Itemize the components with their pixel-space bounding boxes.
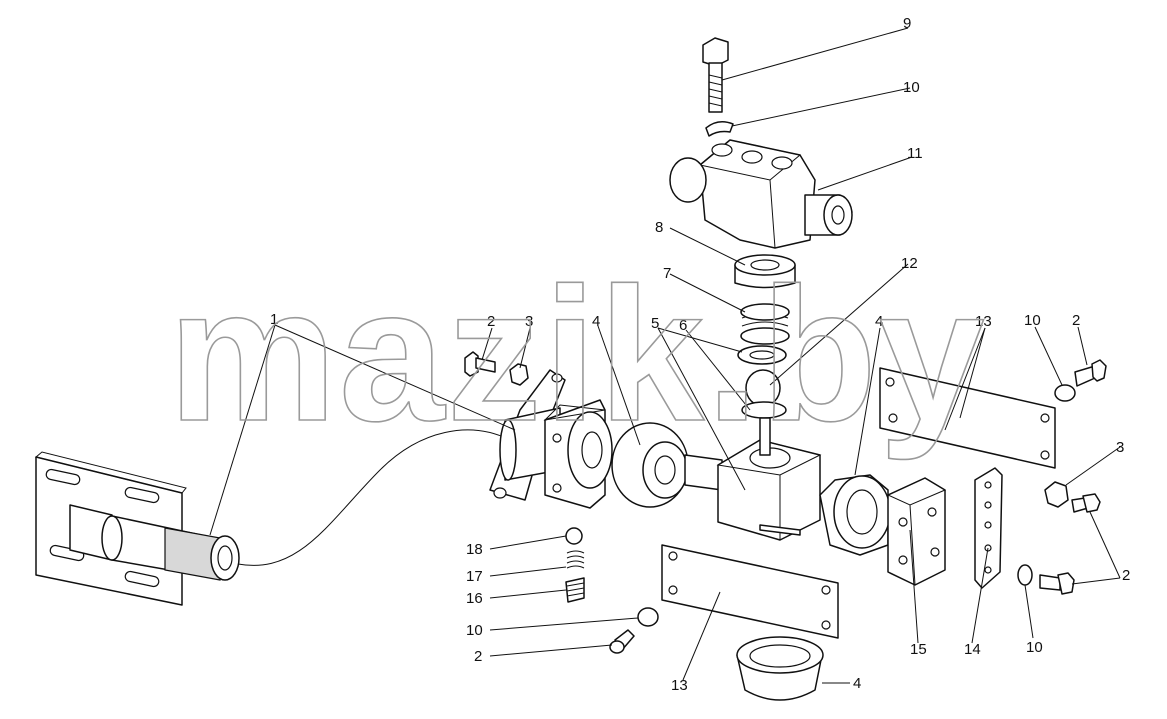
callout-10-lower: 10 — [466, 622, 483, 639]
part-12-ball-valve — [741, 369, 787, 456]
callout-10-right-lower: 10 — [1026, 639, 1043, 656]
part-11-valve-head — [669, 139, 853, 249]
part-10-washer-b — [1017, 564, 1033, 586]
part-7-spring — [740, 303, 790, 345]
part-18-ball — [565, 527, 583, 545]
callout-6: 6 — [679, 317, 687, 334]
part-3-nut-b — [1044, 481, 1069, 508]
callout-4-bottom: 4 — [853, 675, 861, 692]
left-block — [543, 399, 613, 509]
part-3-nut-a — [509, 363, 529, 386]
callout-2-lower: 2 — [474, 648, 482, 665]
part-2-bolt-c — [1071, 493, 1101, 513]
leader-lines — [209, 27, 1121, 684]
callout-2-right-lower: 2 — [1122, 567, 1130, 584]
wire-line — [237, 429, 511, 566]
callout-2: 2 — [487, 313, 495, 330]
part-17-spring — [566, 550, 585, 569]
callout-13-lower: 13 — [671, 677, 688, 694]
part-1-shaft — [101, 515, 240, 581]
part-8-nut — [734, 254, 796, 289]
part-4-seal-right — [819, 474, 891, 556]
callout-11: 11 — [907, 145, 923, 162]
watermark: mazik.by — [168, 249, 987, 461]
part-5-valve-body — [716, 439, 822, 541]
callout-15: 15 — [910, 641, 927, 658]
part-15-block — [886, 477, 947, 586]
callout-3-right: 3 — [1116, 439, 1124, 456]
callout-14: 14 — [964, 641, 981, 658]
callout-10-right: 10 — [1024, 312, 1041, 329]
part-2-bolt-b — [1074, 359, 1107, 387]
callout-1: 1 — [270, 311, 278, 328]
part-10-washer-a — [1054, 384, 1076, 402]
callout-5: 5 — [651, 315, 659, 332]
callout-9: 9 — [903, 15, 911, 32]
callout-4: 4 — [592, 313, 600, 330]
callout-3: 3 — [525, 313, 533, 330]
callout-17: 17 — [466, 568, 483, 585]
callout-16: 16 — [466, 590, 483, 607]
callout-18: 18 — [466, 541, 483, 558]
part-16-plug — [565, 577, 585, 603]
callout-8: 8 — [655, 219, 663, 236]
callout-7: 7 — [663, 265, 671, 282]
part-2-bolt-e — [1039, 572, 1075, 595]
part-4-seal-left — [611, 422, 689, 508]
part-2-bolt-a — [464, 351, 496, 377]
part-4-cup-bottom — [736, 636, 824, 701]
callout-4-right: 4 — [875, 313, 883, 330]
part-13-plate-lower — [661, 544, 839, 639]
part-13-plate-upper — [879, 367, 1056, 469]
part-10-washer-top — [705, 121, 734, 137]
part-6-ring-top — [737, 345, 787, 365]
callout-12: 12 — [901, 255, 918, 272]
part-2-bolt-d — [609, 629, 635, 654]
callout-10-top: 10 — [903, 79, 920, 96]
callout-13-upper: 13 — [975, 313, 992, 330]
callout-2-right: 2 — [1072, 312, 1080, 329]
part-9-bolt — [702, 37, 729, 113]
part-14-gasket — [974, 467, 1003, 589]
part-10-washer-c — [637, 607, 659, 627]
